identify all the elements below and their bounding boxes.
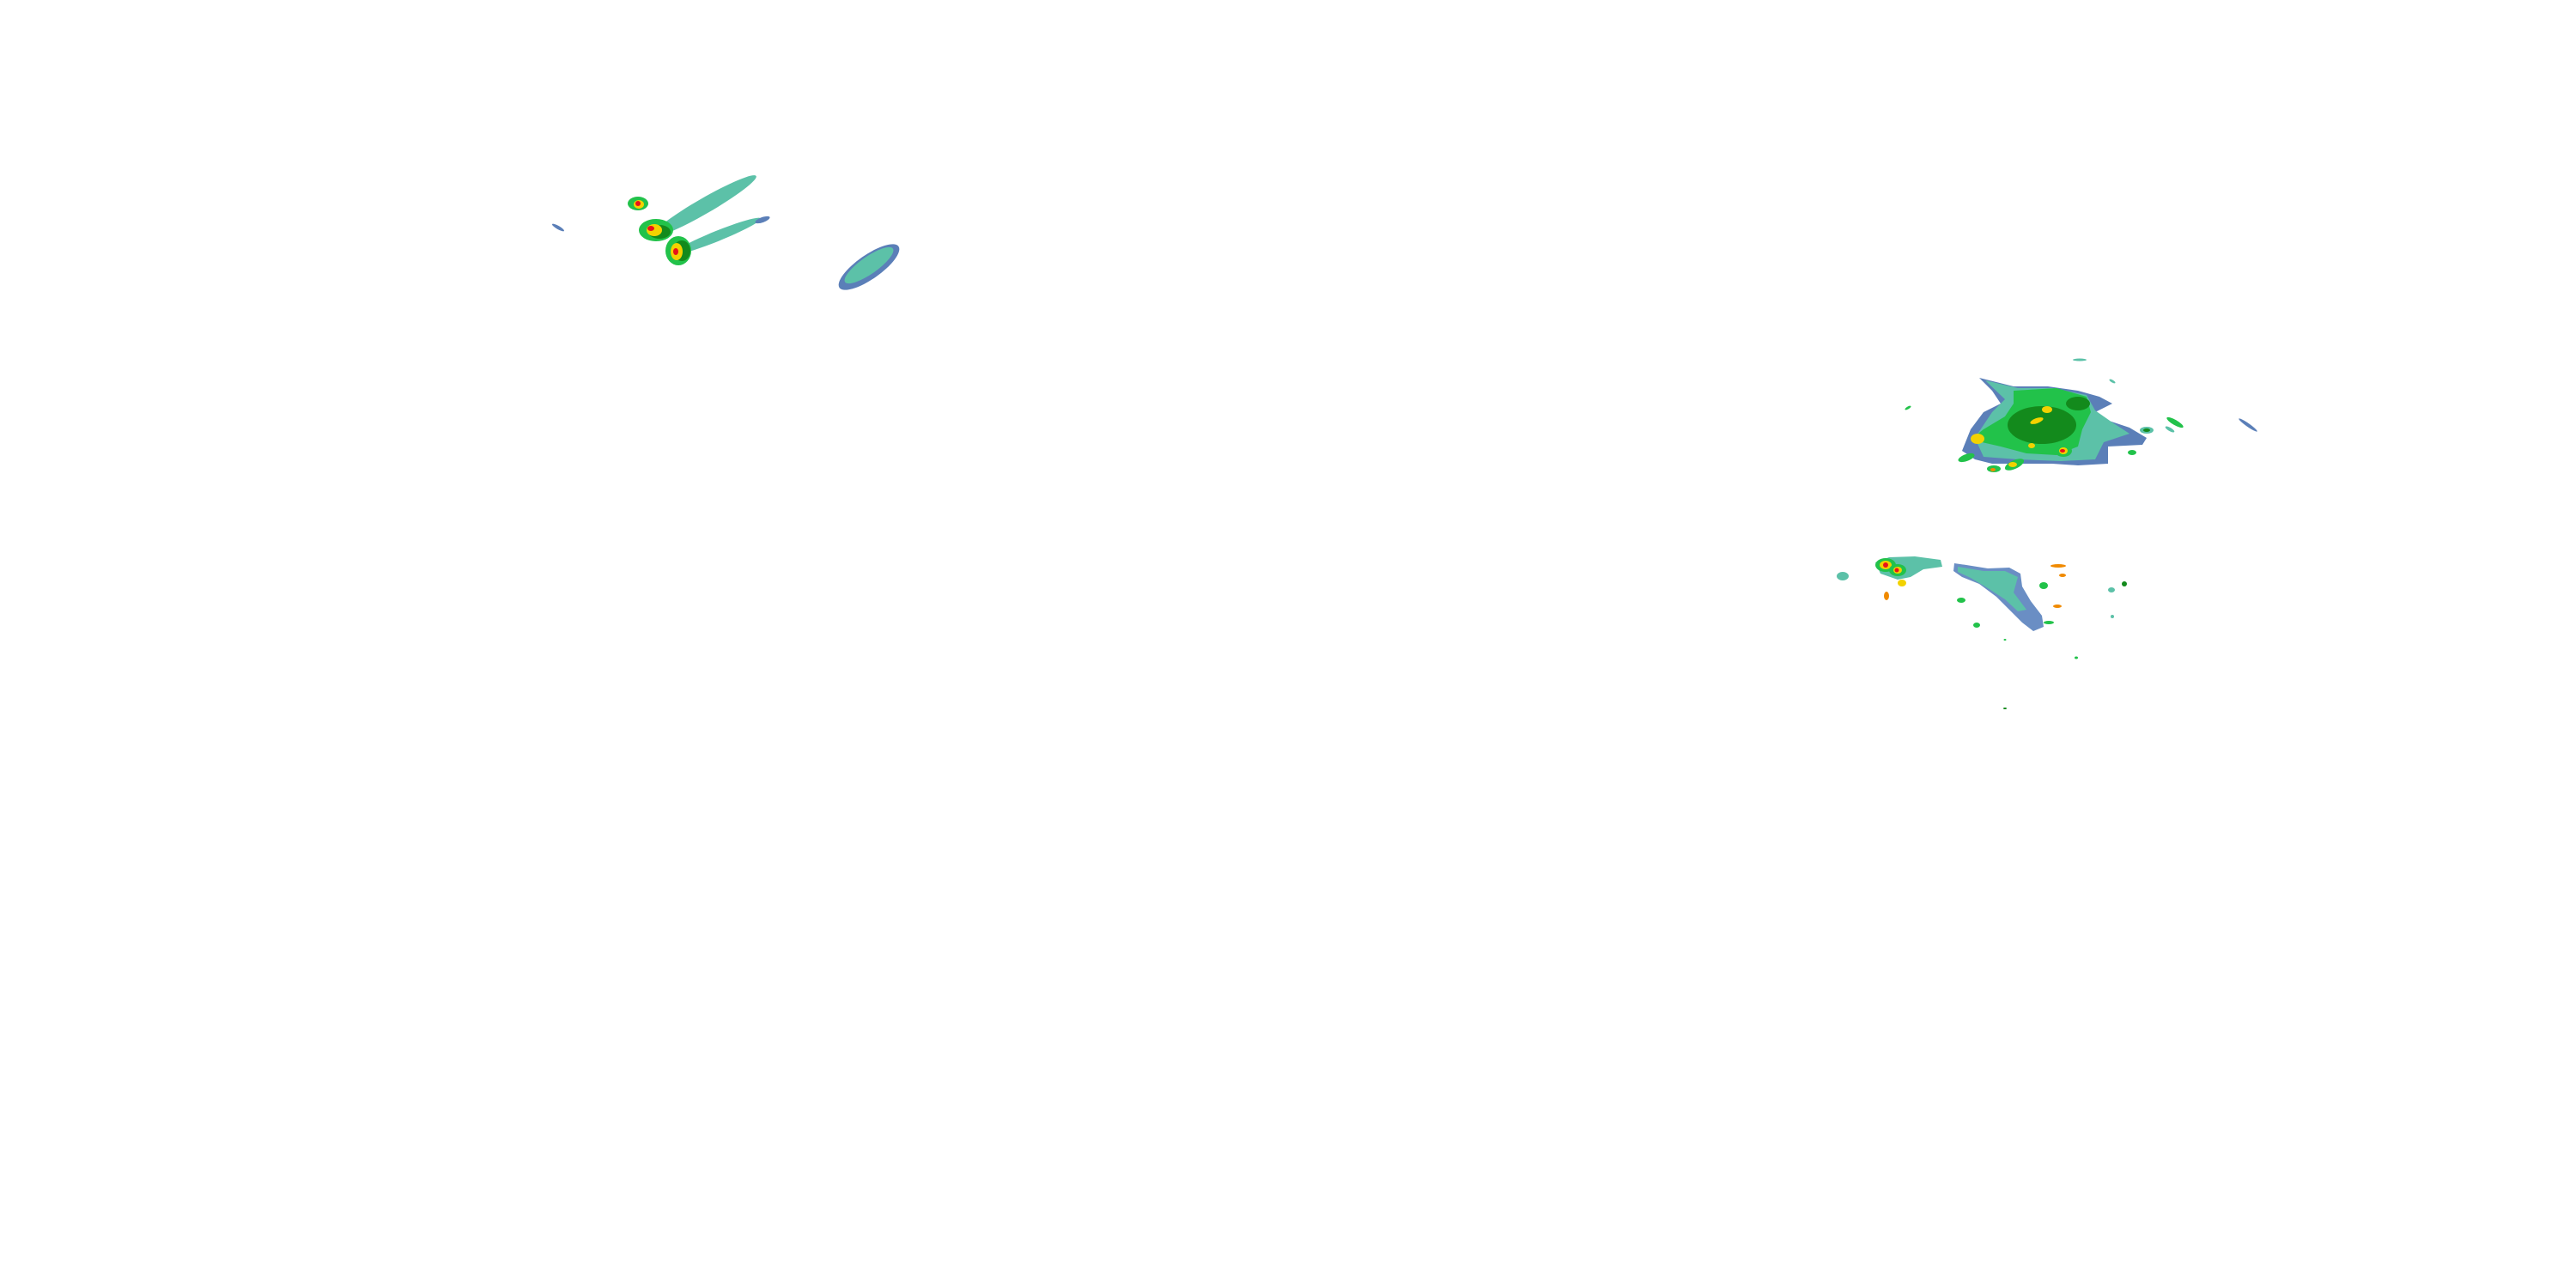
intense-cell — [2028, 443, 2035, 448]
echo-streak — [2165, 426, 2175, 433]
storm-group-east — [1905, 358, 2257, 472]
storm-cell — [2108, 587, 2115, 592]
rain-area — [838, 244, 900, 290]
storm-cell — [2044, 621, 2054, 624]
echo-streak — [1905, 405, 1911, 410]
storm-cell — [2050, 564, 2066, 568]
echo-streak — [2073, 358, 2087, 361]
echo-streak — [2239, 418, 2257, 432]
echo-blob — [2075, 656, 2078, 659]
storm-cell — [2122, 581, 2127, 586]
heavy-rain-core — [2008, 406, 2076, 444]
storm-cell — [1987, 465, 2001, 472]
echo-streak — [2166, 416, 2184, 428]
rain-band — [652, 175, 756, 237]
echo-blob — [1837, 572, 1849, 580]
storm-cell — [639, 219, 673, 241]
rain-band — [672, 217, 762, 255]
storm-cell — [665, 236, 691, 265]
intense-cell — [2042, 406, 2052, 413]
storm-group-west — [552, 175, 900, 290]
storm-cell — [2059, 574, 2066, 577]
stratiform-rain-inner — [1958, 567, 2026, 611]
echo-streak — [2109, 379, 2116, 384]
storm-cell — [2140, 427, 2154, 434]
heavy-rain-core — [2066, 397, 2090, 410]
storm-cell — [2053, 605, 2062, 608]
storm-cell — [1898, 580, 1906, 586]
echo-blob — [2128, 450, 2136, 455]
echo-streak — [552, 223, 564, 232]
storm-group-southeast — [1837, 556, 2127, 709]
storm-cell — [2004, 459, 2025, 471]
intense-cell — [2030, 417, 2044, 424]
echo-blob — [2111, 615, 2114, 618]
echo-blob — [2003, 639, 2007, 641]
storm-cell — [1884, 592, 1889, 600]
intense-cell — [1971, 434, 1984, 444]
storm-cell — [1957, 598, 1965, 603]
echo-blob — [755, 216, 770, 224]
echo-blob — [2003, 708, 2007, 709]
storm-cell — [1973, 623, 1980, 628]
storm-cell — [1889, 564, 1906, 576]
storm-cell — [1958, 453, 1975, 463]
storm-cell — [628, 197, 648, 210]
storm-cell — [2055, 445, 2072, 457]
storm-cell — [2039, 582, 2048, 589]
